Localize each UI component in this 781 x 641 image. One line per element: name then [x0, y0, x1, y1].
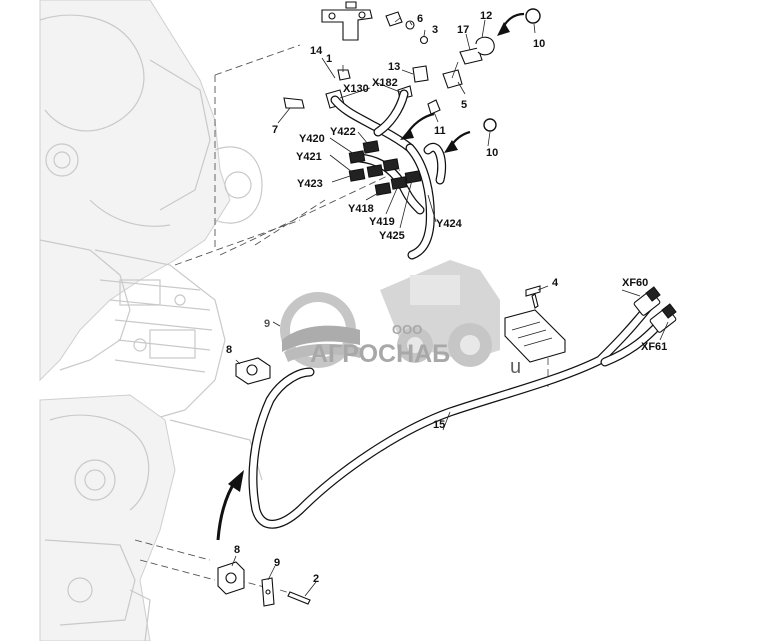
clamp-bracket	[504, 285, 566, 363]
callout-9-lower: 9	[274, 557, 280, 569]
background-machinery	[39, 0, 263, 641]
callout-6: 6	[417, 13, 423, 25]
watermark-prefix: ООО	[392, 322, 422, 337]
callout-8-lower: 8	[234, 544, 240, 556]
callout-15: 15	[433, 419, 445, 431]
callout-7: 7	[272, 124, 278, 136]
callout-9-upper: 9	[264, 318, 270, 330]
callout-4: 4	[552, 277, 559, 289]
callout-8-upper: 8	[226, 344, 232, 356]
callout-12: 12	[480, 10, 492, 22]
callout-5: 5	[461, 99, 467, 111]
tractor-logo-icon	[380, 260, 500, 367]
callout-10-top: 10	[533, 38, 545, 50]
label-y418: Y418	[348, 203, 374, 215]
label-y419: Y419	[369, 216, 395, 228]
gear-logo-icon	[280, 292, 362, 368]
callout-numbers: 1 2 3 4 5 6 7 8 8 9 9 10 10 11 12 13 14 …	[226, 10, 559, 585]
callout-1: 1	[326, 53, 332, 65]
label-y424: Y424	[436, 218, 463, 230]
connector-labels: X182 X130 Y422 Y420 Y421 Y423 Y418 Y419 …	[296, 77, 667, 353]
watermark-company-name: АГРОСНАБ	[310, 340, 450, 368]
label-y420: Y420	[299, 133, 325, 145]
label-y423: Y423	[297, 178, 323, 190]
callout-17: 17	[457, 24, 469, 36]
main-harness	[248, 286, 677, 529]
watermark-suffix: u	[510, 356, 521, 378]
callout-13: 13	[388, 61, 400, 73]
clamp-block-upper	[235, 357, 271, 385]
label-y422: Y422	[330, 126, 356, 138]
label-x182: X182	[372, 77, 398, 89]
lower-clamp-assembly	[216, 470, 311, 607]
callout-14: 14	[310, 45, 323, 57]
watermark: ООО АГРОСНАБ u	[280, 260, 521, 378]
label-x130: X130	[343, 83, 369, 95]
label-xf60: XF60	[622, 277, 648, 289]
callout-10-bottom: 10	[486, 147, 498, 159]
label-xf61: XF61	[641, 341, 667, 353]
callout-3: 3	[432, 24, 438, 36]
callout-11: 11	[434, 125, 446, 137]
label-y425: Y425	[379, 230, 405, 242]
callout-2: 2	[313, 573, 319, 585]
label-y421: Y421	[296, 151, 322, 163]
leader-lines	[231, 17, 669, 597]
upper-harness	[283, 1, 541, 260]
